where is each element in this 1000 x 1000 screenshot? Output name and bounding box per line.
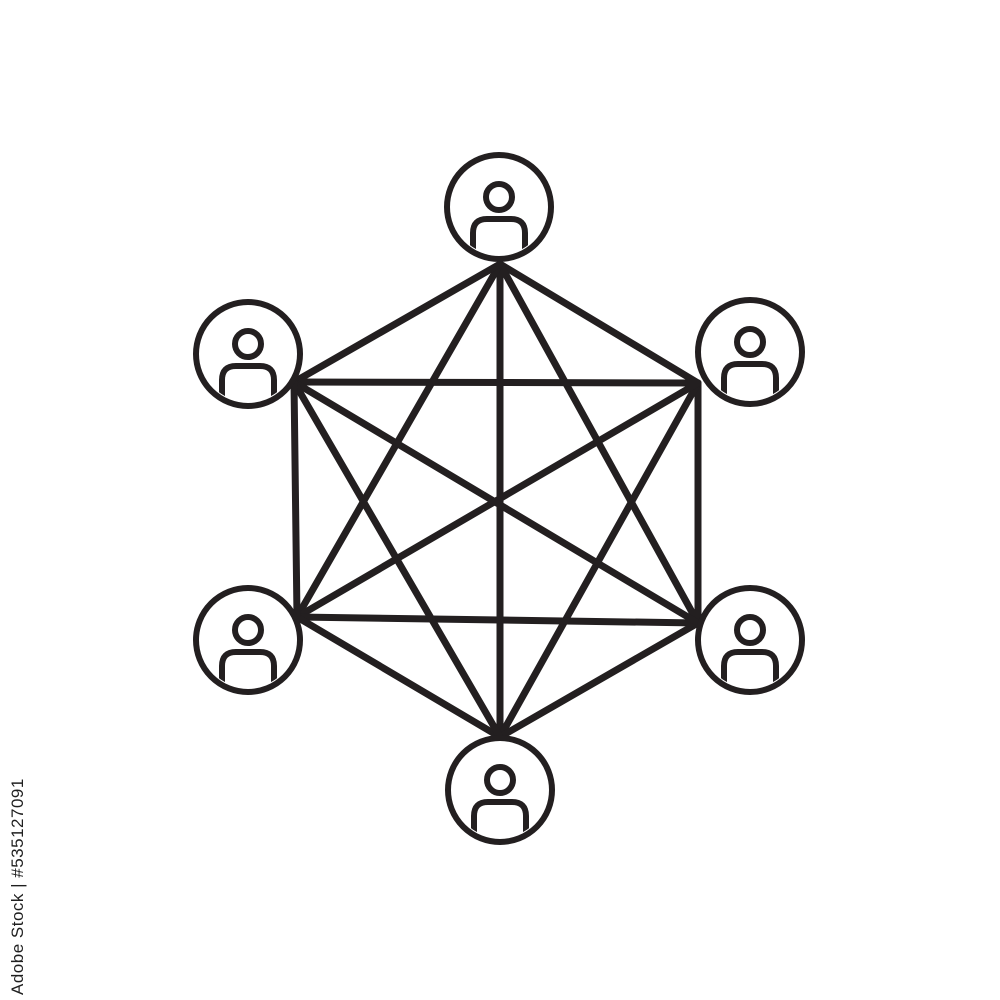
user-node-lower-right xyxy=(695,585,805,695)
connection-line-lower-right-upper-left xyxy=(290,378,702,627)
user-node-lower-left xyxy=(193,585,303,695)
connection-line-top-upper-right xyxy=(496,260,702,387)
user-icon xyxy=(721,614,779,688)
user-head xyxy=(734,614,766,646)
user-node-bottom xyxy=(445,735,555,845)
connection-line-lower-right-bottom xyxy=(496,619,702,741)
user-head xyxy=(734,326,766,358)
user-head xyxy=(483,181,515,213)
user-node-upper-right xyxy=(695,297,805,407)
user-head xyxy=(232,614,264,646)
connection-line-upper-right-upper-left xyxy=(290,378,702,387)
connection-line-lower-left-upper-left xyxy=(290,378,301,621)
user-shoulders xyxy=(219,363,277,402)
connection-line-bottom-upper-left xyxy=(290,378,504,741)
connection-line-lower-right-lower-left xyxy=(293,613,702,627)
user-nodes xyxy=(193,152,805,845)
user-shoulders xyxy=(471,799,529,838)
user-icon xyxy=(219,614,277,688)
user-head xyxy=(484,764,516,796)
connection-line-bottom-lower-left xyxy=(293,613,504,741)
user-node-upper-left xyxy=(193,299,303,409)
user-shoulders xyxy=(219,649,277,688)
connection-lines xyxy=(290,260,702,741)
user-node-top xyxy=(444,152,554,262)
user-head xyxy=(232,328,264,360)
user-icon xyxy=(470,181,528,255)
user-shoulders xyxy=(721,361,779,400)
user-shoulders xyxy=(721,649,779,688)
user-icon xyxy=(721,326,779,400)
user-shoulders xyxy=(470,216,528,255)
connection-line-top-upper-left xyxy=(290,260,504,386)
stock-id-watermark: Adobe Stock | #535127091 xyxy=(8,778,27,995)
user-icon xyxy=(219,328,277,402)
user-icon xyxy=(471,764,529,838)
